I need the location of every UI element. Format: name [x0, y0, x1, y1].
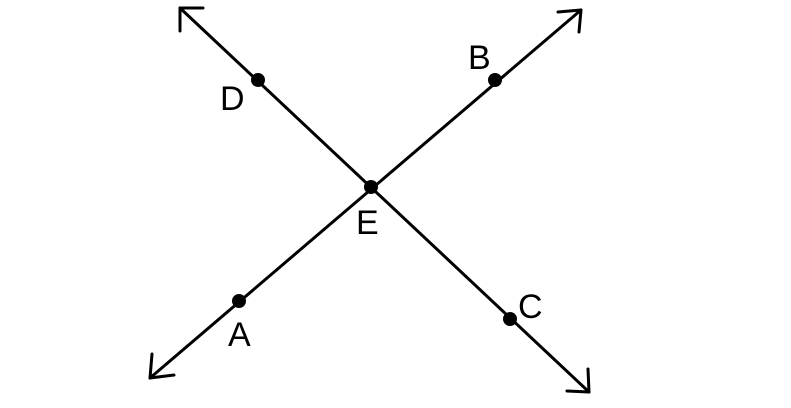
point-E: [364, 180, 378, 194]
point-B: [488, 73, 502, 87]
point-A: [232, 294, 246, 308]
arrowhead-top-right: [556, 8, 583, 34]
arrowhead-bottom-right: [565, 367, 591, 394]
line-AB: [148, 8, 583, 380]
label-C: C: [518, 288, 543, 326]
label-A: A: [228, 316, 251, 354]
point-C: [503, 312, 517, 326]
label-D: D: [220, 80, 245, 118]
arrowhead-top-left: [178, 6, 205, 33]
line-DC: [178, 6, 591, 394]
label-B: B: [468, 39, 491, 77]
point-D: [251, 73, 265, 87]
label-E: E: [356, 204, 379, 242]
arrowhead-bottom-left: [148, 352, 176, 380]
